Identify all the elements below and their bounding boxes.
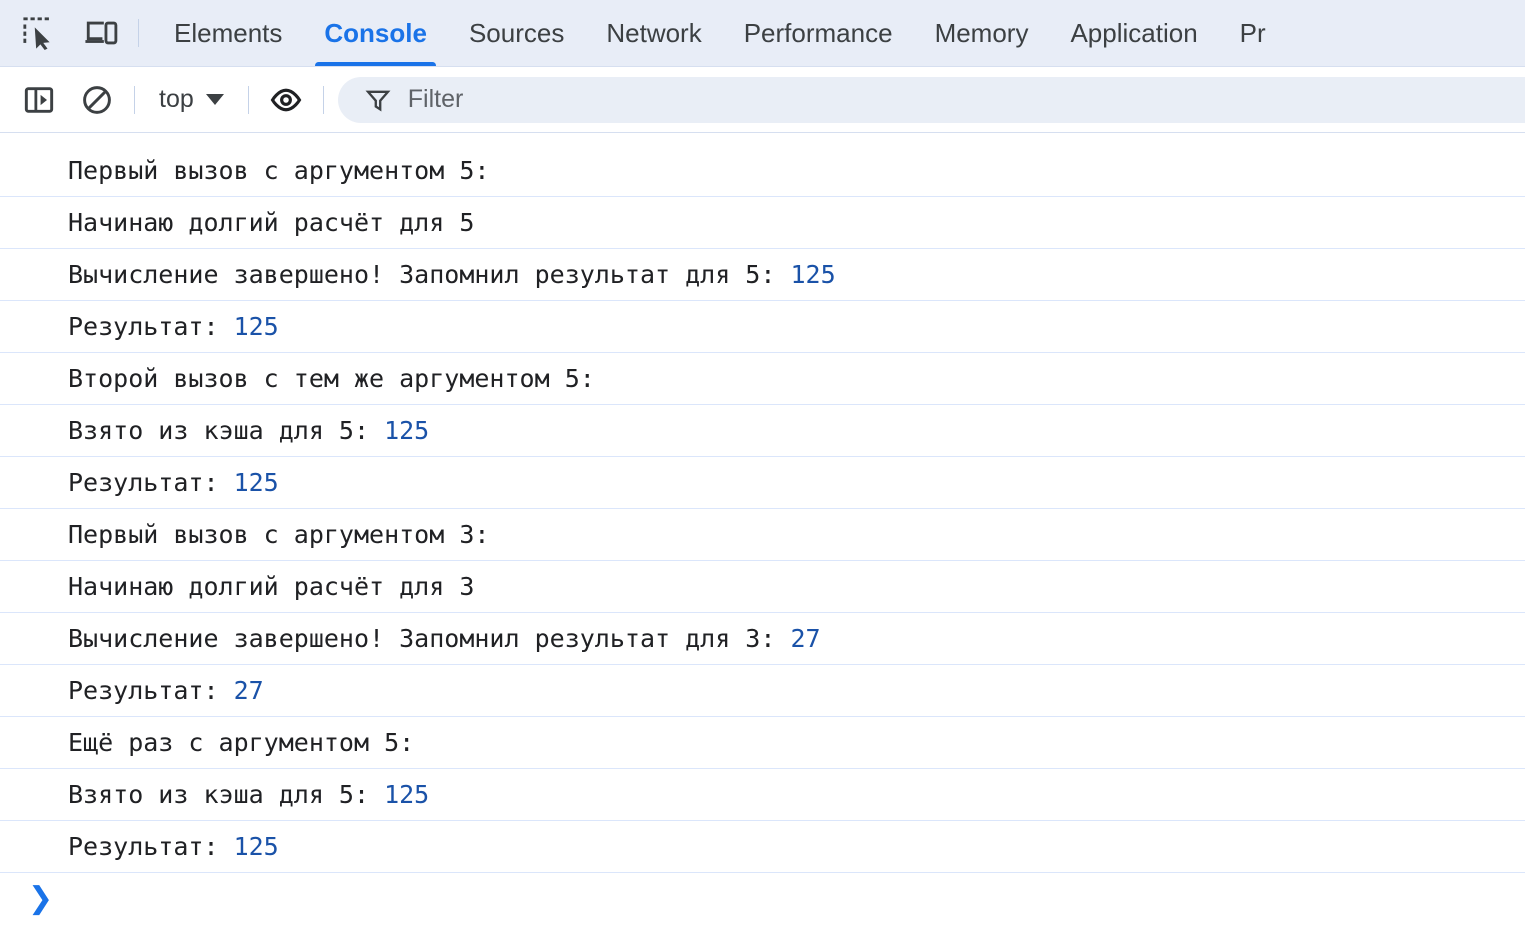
message-text: Взято из кэша для 5: [68,416,385,445]
console-toolbar: top [0,67,1525,133]
tab-sources[interactable]: Sources [448,0,585,66]
inspect-element-glyph [23,17,50,50]
console-message[interactable]: Взято из кэша для 5: 125 [0,768,1525,820]
tab-label: Performance [743,17,893,48]
console-toolbar-divider [134,85,135,114]
live-expression-eye-icon[interactable] [263,77,309,123]
console-message[interactable]: Результат: 27 [0,664,1525,716]
message-text: Вычисление завершено! Запомнил результат… [68,260,791,289]
tab-label: Network [606,17,702,48]
message-value: 125 [233,832,279,861]
tab-label: Application [1070,17,1198,48]
tab-performance[interactable]: Performance [723,0,914,66]
message-value: 27 [233,676,264,705]
execution-context-selector[interactable]: top [149,81,234,118]
device-toolbar-glyph [85,21,118,45]
message-text: Результат: [68,676,234,705]
devtools-tab-bar: Elements Console Sources Network Perform… [0,0,1525,67]
console-message[interactable]: Вычисление завершено! Запомнил результат… [0,612,1525,664]
execution-context-label: top [159,85,194,113]
message-text: Ещё раз с аргументом 5: [68,728,415,757]
message-value: 125 [790,260,836,289]
message-text: Первый вызов с аргументом 3: [68,520,490,549]
tab-label: Elements [174,17,283,48]
console-message[interactable]: Взято из кэша для 5: 125 [0,404,1525,456]
message-text: Взято из кэша для 5: [68,780,385,809]
tab-application[interactable]: Application [1049,0,1218,66]
console-filter-box[interactable] [337,76,1525,123]
console-sidebar-toggle-icon[interactable] [16,77,62,123]
console-message[interactable]: Первый вызов с аргументом 3: [0,508,1525,560]
search-input[interactable] [405,84,1525,115]
message-text: Вычисление завершено! Запомнил результат… [68,624,791,653]
message-text: Результат: [68,468,234,497]
console-message[interactable]: Второй вызов с тем же аргументом 5: [0,352,1525,404]
message-value: 125 [233,312,279,341]
tab-privacy-truncated[interactable]: Pr [1219,0,1287,66]
console-message[interactable]: Результат: 125 [0,456,1525,508]
console-message[interactable]: Вычисление завершено! Запомнил результат… [0,248,1525,300]
tab-label: Pr [1239,17,1266,48]
panel-tabs: Elements Console Sources Network Perform… [153,0,1525,66]
message-text: Результат: [68,832,234,861]
message-value: 125 [384,416,430,445]
filter-funnel-icon [365,90,391,111]
toolbar-divider [138,19,139,47]
prompt-chevron-icon: ❯ [28,881,54,916]
console-message[interactable]: Ещё раз с аргументом 5: [0,716,1525,768]
eye-glyph [270,88,302,111]
console-toolbar-divider-2 [247,85,249,114]
tab-network[interactable]: Network [585,0,722,66]
message-text: Результат: [68,312,234,341]
message-value: 27 [790,624,821,653]
tab-label: Sources [468,17,565,48]
message-text: Начинаю долгий расчёт для 5 [68,208,475,237]
console-message-list: Первый вызов с аргументом 5: Начинаю дол… [0,133,1525,925]
chevron-down-icon [205,94,224,105]
console-message[interactable]: Начинаю долгий расчёт для 5 [0,196,1525,248]
message-value: 125 [233,468,279,497]
console-message[interactable]: Результат: 125 [0,300,1525,352]
console-prompt[interactable]: ❯ [0,872,1525,925]
console-toolbar-divider-3 [322,85,324,114]
tab-label: Memory [934,17,1029,48]
circle-slash-glyph [83,85,111,114]
tab-label: Console [324,17,427,48]
console-message[interactable]: Начинаю долгий расчёт для 3 [0,560,1525,612]
device-toolbar-icon[interactable] [78,10,124,56]
clear-console-icon[interactable] [74,77,120,123]
tab-elements[interactable]: Elements [153,0,303,66]
inspect-element-icon[interactable] [16,10,62,56]
message-text: Начинаю долгий расчёт для 3 [68,572,475,601]
message-text: Первый вызов с аргументом 5: [68,155,490,185]
sidebar-panel-glyph [24,86,54,113]
tab-console[interactable]: Console [303,0,448,66]
message-text: Второй вызов с тем же аргументом 5: [68,364,595,393]
tab-memory[interactable]: Memory [914,0,1050,66]
console-message[interactable]: Первый вызов с аргументом 5: [0,144,1525,196]
message-value: 125 [384,780,430,809]
console-message[interactable]: Результат: 125 [0,820,1525,872]
